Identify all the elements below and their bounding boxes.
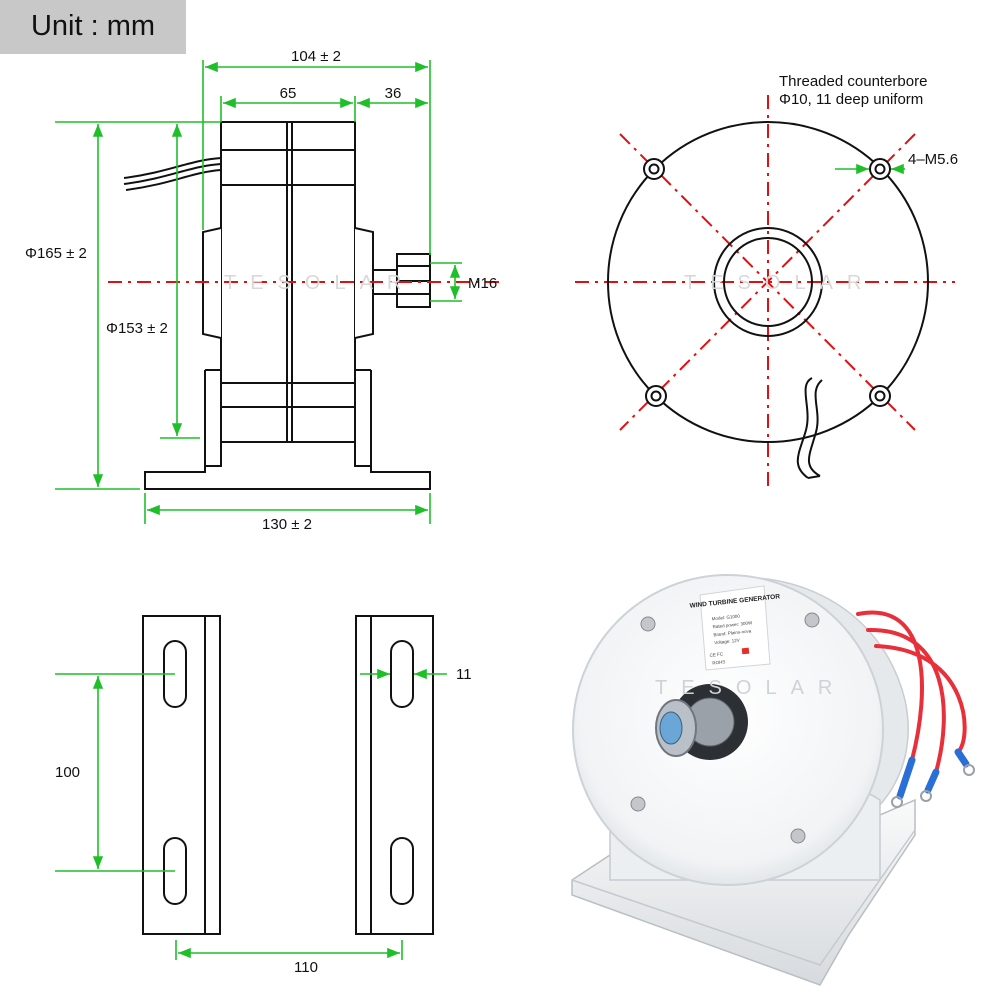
nameplate-line-3: Brand: Plains-nova — [713, 628, 752, 637]
watermark-front: TESOLAR — [684, 272, 875, 294]
counterbore-note-1: Threaded counterbore — [779, 73, 927, 90]
dim-label-36: 36 — [385, 85, 402, 102]
photo-wire-red-2 — [866, 627, 946, 774]
watermark-photo: TESOLAR — [655, 677, 846, 699]
bracket-view — [142, 615, 434, 935]
photo-wire-red-3 — [874, 644, 967, 754]
dim-label-m16: M16 — [468, 275, 497, 292]
photo-nameplate: WIND TURBINE GENERATOR Model: G1000 Rate… — [689, 585, 781, 671]
hub-inner — [723, 237, 813, 327]
side-dimension-labels: 104 ± 2 65 36 Φ165 ± 2 Φ153 ± 2 M16 130 … — [25, 48, 497, 533]
dim-label-65: 65 — [280, 85, 297, 102]
watermark-side: TESOLAR — [224, 272, 415, 294]
photo-lug-blue-3 — [954, 748, 970, 768]
counterbore-note-2: Φ10, 11 deep uniform — [779, 91, 923, 108]
mount-hole-tl-inner — [648, 163, 660, 175]
base-left — [144, 369, 222, 490]
cable-end — [807, 475, 821, 479]
bracket-dimensions — [55, 668, 447, 960]
mount-hole-br-inner — [874, 390, 886, 402]
photo-ring-3 — [963, 764, 975, 776]
side-dimensions — [55, 60, 462, 524]
nameplate-rohs: ROHS — [712, 659, 725, 665]
photo-wires — [856, 610, 975, 808]
product-photo: WIND TURBINE GENERATOR Model: G1000 Rate… — [571, 574, 975, 986]
base-right — [354, 369, 431, 490]
photo-lug-blue-1 — [896, 756, 916, 800]
mount-hole-bl-inner — [650, 390, 662, 402]
photo-screw-bl — [630, 796, 646, 812]
watermarks: TESOLAR TESOLAR TESOLAR — [224, 272, 875, 699]
side-view — [123, 121, 431, 490]
nameplate-line-2: Rated power: 300W — [712, 620, 753, 629]
slot-right-top — [390, 640, 414, 708]
front-centerlines — [575, 95, 955, 490]
nameplate-flag — [741, 647, 750, 655]
housing-circle — [607, 121, 929, 443]
photo-ring-2 — [920, 790, 932, 802]
nameplate-line-1: Model: G1000 — [711, 613, 740, 621]
holes-label: 4–M5.6 — [908, 151, 958, 168]
dim-label-100: 100 — [55, 764, 80, 781]
photo-shaft-washer — [659, 711, 683, 745]
photo-screw-tl — [640, 616, 656, 632]
photo-screw-tr — [804, 612, 820, 628]
dim-label-110: 110 — [294, 959, 318, 976]
front-centerline-d2 — [619, 133, 916, 431]
dim-label-165: Φ165 ± 2 — [25, 245, 87, 262]
slot-right-bottom — [390, 837, 414, 905]
dim-label-11: 11 — [456, 666, 472, 683]
front-view — [575, 95, 955, 490]
nameplate-line-4: Voltage: 12V — [714, 638, 740, 646]
dim-label-153: Φ153 ± 2 — [106, 320, 168, 337]
front-labels: Threaded counterbore Φ10, 11 deep unifor… — [779, 73, 958, 168]
front-cable — [796, 377, 823, 479]
dim-label-104: 104 ± 2 — [291, 48, 341, 65]
photo-ring-1 — [891, 796, 903, 808]
photo-screw-br — [790, 828, 806, 844]
mount-hole-tr-inner — [874, 163, 886, 175]
unit-label: Unit : mm — [30, 10, 156, 42]
nameplate-bg — [699, 585, 771, 671]
mount-holes — [643, 158, 891, 407]
hub-outer — [713, 227, 823, 337]
dim-label-130: 130 ± 2 — [262, 516, 312, 533]
bracket-labels: 100 11 110 — [55, 666, 472, 976]
nameplate-marks: CE FC — [709, 651, 724, 657]
photo-base-edge — [571, 829, 916, 966]
unit-badge: Unit : mm — [0, 0, 186, 54]
photo-lug-blue-2 — [924, 768, 940, 794]
